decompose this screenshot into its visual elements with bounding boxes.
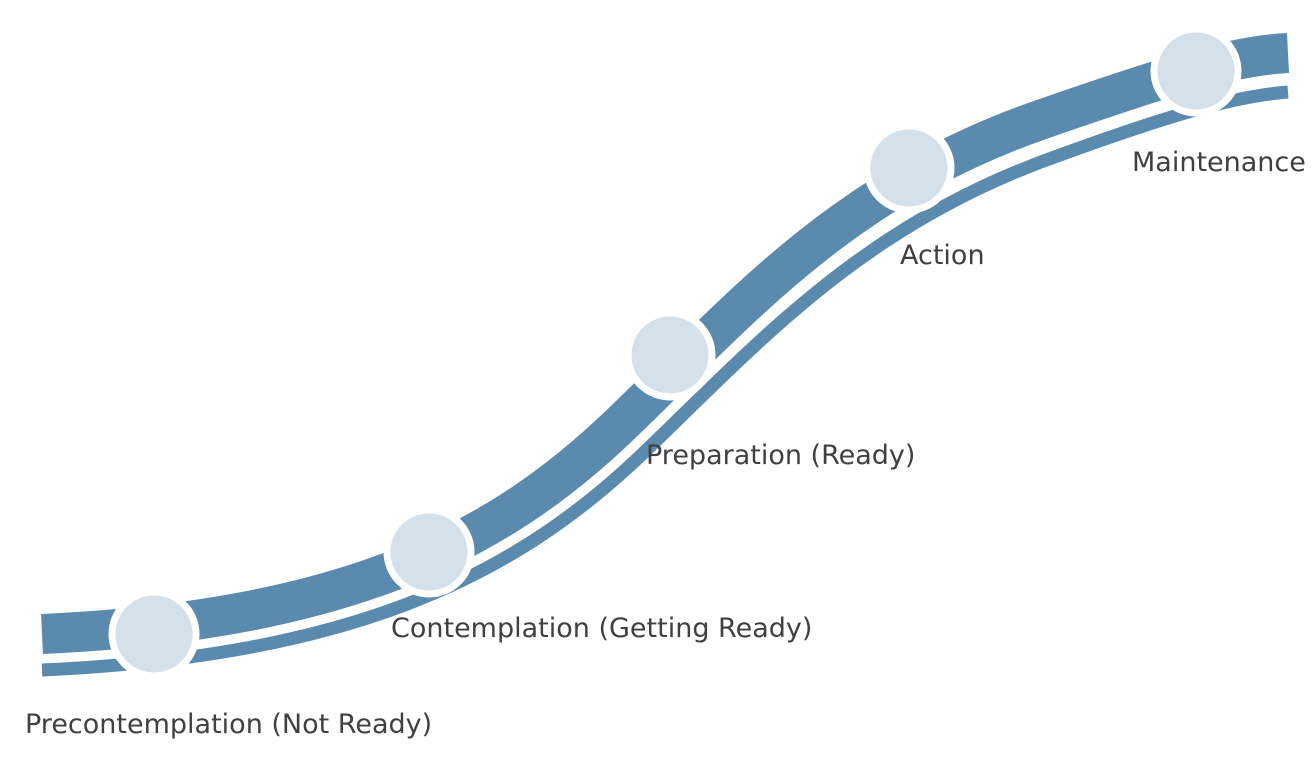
stage-label-preparation: Preparation (Ready) — [646, 440, 916, 471]
road-thin-band — [41, 85, 1289, 677]
road-main-band — [41, 33, 1290, 654]
stage-node-precontemplation — [108, 588, 200, 680]
stage-node-preparation — [624, 309, 716, 401]
stage-node-maintenance — [1150, 25, 1242, 117]
stage-label-contemplation: Contemplation (Getting Ready) — [391, 613, 813, 644]
stage-node-contemplation — [383, 506, 475, 598]
stage-label-action: Action — [900, 240, 985, 271]
stage-node-action — [863, 122, 955, 214]
stage-label-maintenance: Maintenance — [1132, 147, 1306, 178]
stage-label-precontemplation: Precontemplation (Not Ready) — [25, 709, 433, 740]
